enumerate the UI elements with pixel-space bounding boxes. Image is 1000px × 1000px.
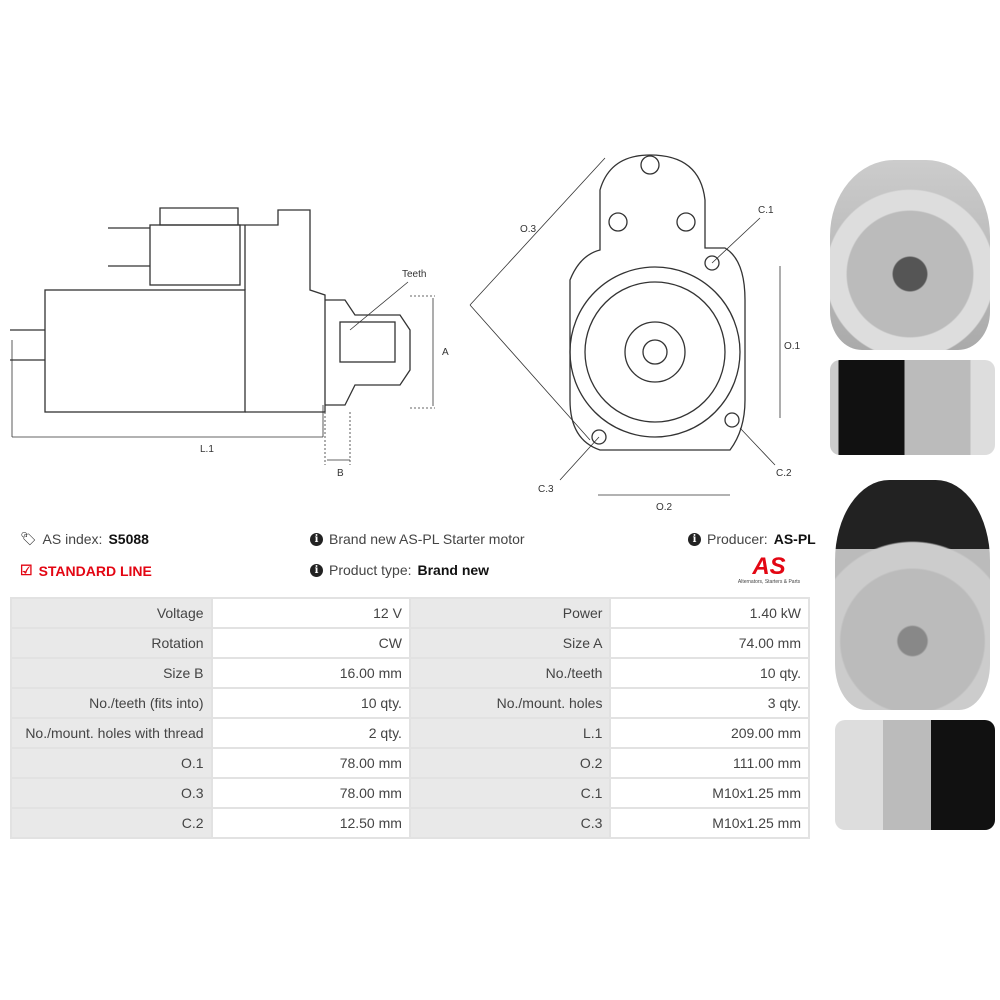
description-text: Brand new AS-PL Starter motor [329,531,525,547]
spec-value: 10 qty. [609,657,810,689]
as-index: 🏷 AS index: S5088 [20,531,149,547]
spec-value: M10x1.25 mm [609,807,810,839]
logo-tagline: Alternators, Starters & Parts [737,579,801,585]
spec-label: Size B [10,657,213,689]
spec-label: O.1 [10,747,213,779]
spec-value: 74.00 mm [609,627,810,659]
l1-label: L.1 [200,444,214,455]
logo-mark: AS [725,555,813,579]
spec-value: 2 qty. [210,717,411,749]
spec-value: 111.00 mm [609,747,810,779]
as-index-value: S5088 [108,531,149,547]
spec-label: O.3 [10,777,213,809]
spec-label: L.1 [408,717,612,749]
b-label: B [337,468,344,479]
front-view-diagram: O.3 C.1 O.1 C.2 C.3 O.2 [469,154,801,513]
spec-label: No./mount. holes with thread [10,717,213,749]
description: i Brand new AS-PL Starter motor [310,531,525,547]
spec-value: M10x1.25 mm [609,777,810,809]
spec-value: 10 qty. [210,687,411,719]
spec-label: C.3 [408,807,612,839]
as-pl-logo: AS Alternators, Starters & Parts [725,555,813,585]
o2-label: O.2 [656,502,673,513]
o1-label: O.1 [784,341,801,352]
spec-value: 78.00 mm [210,747,411,779]
product-type-value: Brand new [417,562,490,578]
product-photo-rear [835,480,990,710]
c3-label: C.3 [538,484,554,495]
spec-value: CW [210,627,411,659]
spec-value: 3 qty. [609,687,810,719]
spec-label: Voltage [10,597,213,629]
standard-line-label: STANDARD LINE [38,562,152,579]
standard-line-badge: ☑ STANDARD LINE [20,562,152,579]
producer: i Producer: AS-PL [688,531,816,547]
producer-value: AS-PL [773,531,816,547]
spec-label: No./teeth (fits into) [10,687,213,719]
spec-value: 1.40 kW [609,597,810,629]
spec-value: 78.00 mm [210,777,411,809]
info-icon: i [310,532,323,546]
as-index-label: AS index: [42,531,103,547]
o3-label: O.3 [520,224,537,235]
spec-label: O.2 [408,747,612,779]
checkbox-icon: ☑ [20,562,33,578]
info-icon: i [688,532,701,546]
spec-value: 12.50 mm [210,807,411,839]
product-photo-front [830,160,990,350]
side-view-diagram: Teeth A B L.1 [10,207,449,479]
product-photo-side-2 [835,720,995,830]
info-icon: i [310,563,323,577]
spec-label: No./teeth [408,657,612,689]
spec-label: C.1 [408,777,612,809]
table-row: No./teeth (fits into)10 qty.No./mount. h… [10,687,810,719]
spec-value: 12 V [210,597,411,629]
spec-value: 16.00 mm [210,657,411,689]
teeth-label: Teeth [402,269,426,280]
product-photo-side [830,360,995,455]
c1-label: C.1 [758,205,774,216]
spec-label: Power [408,597,612,629]
spec-label: Size A [408,627,612,659]
c2-label: C.2 [776,468,792,479]
product-type: i Product type: Brand new [310,562,489,578]
spec-label: No./mount. holes [408,687,612,719]
spec-label: C.2 [10,807,213,839]
producer-label: Producer: [707,531,768,547]
spec-label: Rotation [10,627,213,659]
product-type-label: Product type: [329,562,412,578]
spec-value: 209.00 mm [609,717,810,749]
a-label: A [442,347,449,358]
tag-icon: 🏷 [20,531,37,546]
